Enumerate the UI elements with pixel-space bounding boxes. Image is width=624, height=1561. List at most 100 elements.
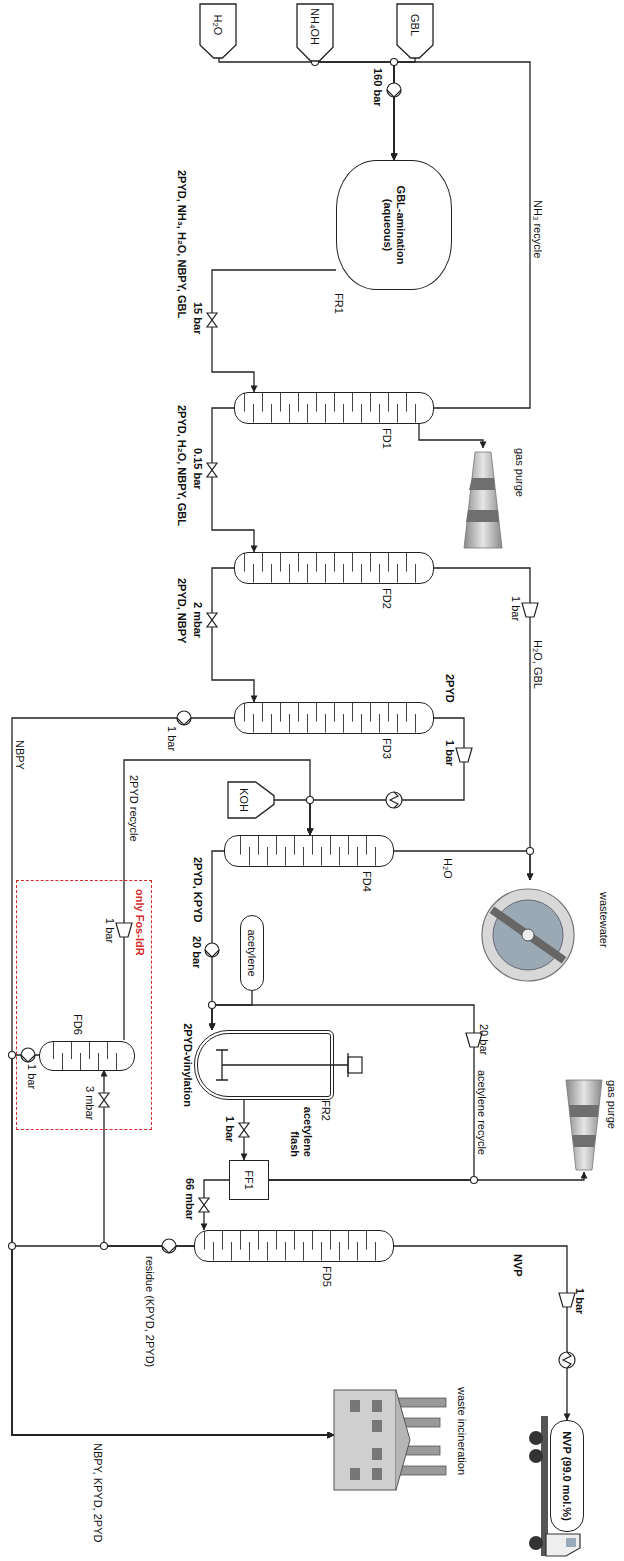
node-text: wastewater bbox=[597, 892, 610, 948]
gas-purge-stack: gas purge bbox=[464, 448, 526, 552]
pump-symbol bbox=[205, 943, 219, 957]
agitator bbox=[216, 1050, 362, 1080]
wastewater-treatment: wastewater bbox=[474, 880, 610, 990]
flow-line bbox=[394, 58, 415, 160]
distillation-column: FD5 bbox=[194, 1230, 394, 1262]
node-text: gas purge bbox=[513, 448, 526, 497]
node-text: GBL bbox=[409, 14, 422, 48]
hopper-shape bbox=[200, 4, 236, 58]
stream-label: 2PYD, KPYD bbox=[191, 857, 204, 922]
flow-line bbox=[219, 58, 394, 160]
node-text: NH₄OH bbox=[309, 8, 322, 57]
stream-label: 1 bar bbox=[103, 918, 116, 943]
node-text: waste incineration bbox=[455, 1387, 468, 1475]
stream-label: 1 bar bbox=[509, 596, 522, 621]
node-text: FF1 bbox=[243, 1170, 256, 1190]
wastewater-clarifier bbox=[482, 889, 574, 981]
stream-label: 2PYD, H₂O, NBPY, GBL bbox=[175, 405, 188, 526]
stream-label: 20 bar bbox=[477, 1024, 490, 1055]
gas-stack bbox=[566, 1080, 602, 1170]
compressor-symbol bbox=[456, 748, 472, 762]
node-text: gas purge bbox=[605, 1080, 618, 1129]
node-text: FD1 bbox=[380, 428, 393, 449]
compressor-symbol bbox=[522, 603, 538, 617]
junction-dot bbox=[307, 797, 314, 804]
stream-label: 2PYD recycle bbox=[127, 775, 140, 842]
pump-symbol bbox=[177, 711, 191, 725]
distillation-column: FD1 bbox=[234, 392, 434, 424]
distillation-column: FD6 bbox=[39, 1041, 135, 1071]
pump-symbol bbox=[387, 83, 401, 97]
junction-dot bbox=[101, 1243, 108, 1250]
stream-label: residue (KPYD, 2PYD) bbox=[143, 1256, 156, 1367]
flow-line bbox=[104, 1070, 194, 1246]
waste-incinerator: waste incineration bbox=[334, 1385, 468, 1497]
valve-symbol bbox=[239, 1123, 249, 1137]
pump-symbol bbox=[162, 1239, 176, 1253]
feed-hopper: GBL bbox=[397, 4, 433, 58]
node-text: 2PYD-vinylation bbox=[181, 1023, 194, 1107]
flow-line bbox=[12, 1246, 334, 1435]
stream-label: H₂O bbox=[441, 858, 454, 879]
hopper-shape bbox=[297, 4, 333, 61]
reactor-vessel: GBL-amination (aqueous)FR1 bbox=[336, 160, 452, 290]
node-text: NVP (99.0 mol.%) bbox=[561, 1431, 574, 1521]
junction-dot bbox=[9, 1243, 16, 1250]
junction-dot bbox=[9, 1052, 16, 1059]
product-truck-tank: NVP (99.0 mol.%) bbox=[550, 1420, 584, 1532]
stream-label: 1 bar bbox=[573, 1288, 586, 1314]
hopper-shape bbox=[397, 4, 433, 58]
stream-label: 2PYD, NH₃, H₂O, NBPY, GBL bbox=[175, 170, 188, 318]
stream-label: 3 mbar bbox=[83, 1086, 96, 1120]
compressor-symbol bbox=[559, 1293, 575, 1307]
stream-label: 1 bar bbox=[223, 1116, 236, 1142]
flow-line bbox=[212, 408, 254, 552]
valve-symbol bbox=[199, 1198, 209, 1212]
node-text: acetylene bbox=[246, 929, 259, 976]
stream-label: 15 bar bbox=[191, 302, 204, 334]
compressor-symbol bbox=[116, 923, 132, 937]
hopper-outline bbox=[228, 782, 274, 818]
node-text: acetylene flash bbox=[288, 1105, 314, 1157]
stirred-reactor: 2PYD-vinylationFR2 bbox=[194, 1030, 334, 1100]
stream-label: 2PYD bbox=[443, 674, 456, 703]
flow-line bbox=[212, 991, 252, 1030]
hopper-shape bbox=[228, 782, 274, 818]
node-text: FR1 bbox=[332, 293, 345, 314]
pump-symbol bbox=[21, 1048, 35, 1062]
flow-line bbox=[269, 1172, 584, 1180]
flow-line bbox=[394, 851, 530, 880]
flow-line bbox=[212, 568, 254, 702]
flash-drum: FF1acetylene flash bbox=[229, 1160, 269, 1200]
junction-dot bbox=[471, 1177, 478, 1184]
stream-label: NBPY bbox=[13, 740, 26, 770]
feed-hopper: NH₄OH bbox=[297, 4, 333, 61]
gas-purge-stack: gas purge bbox=[566, 1080, 618, 1172]
node-text: FD4 bbox=[360, 871, 373, 892]
valve-symbol bbox=[207, 463, 217, 477]
node-text: KOH bbox=[238, 788, 265, 812]
flow-line bbox=[394, 1246, 567, 1420]
stream-label: 2 mbar bbox=[191, 602, 204, 638]
node-text: only Fos-IdR bbox=[133, 889, 146, 956]
stream-label: 1 bar bbox=[25, 1064, 38, 1089]
junction-dot bbox=[527, 848, 534, 855]
node-text: GBL-amination (aqueous) bbox=[381, 170, 407, 280]
flow-line bbox=[274, 800, 310, 835]
stream-label: 1 bar bbox=[165, 726, 178, 751]
node-text: FD5 bbox=[320, 1266, 333, 1287]
gas-stack bbox=[464, 452, 502, 548]
stream-label: 2PYD, NBPY bbox=[175, 578, 188, 643]
flow-line bbox=[204, 1180, 229, 1230]
junction-dot bbox=[209, 1002, 216, 1009]
stream-label: NH₃ recycle bbox=[531, 200, 544, 258]
flow-line bbox=[12, 718, 334, 1435]
stream-label: acetylene recycle bbox=[475, 1070, 488, 1155]
heater-symbol bbox=[386, 792, 402, 808]
incinerator-plant bbox=[334, 1390, 446, 1490]
distillation-column: FD4 bbox=[224, 835, 394, 867]
stream-label: H₂O, GBL bbox=[531, 640, 544, 689]
